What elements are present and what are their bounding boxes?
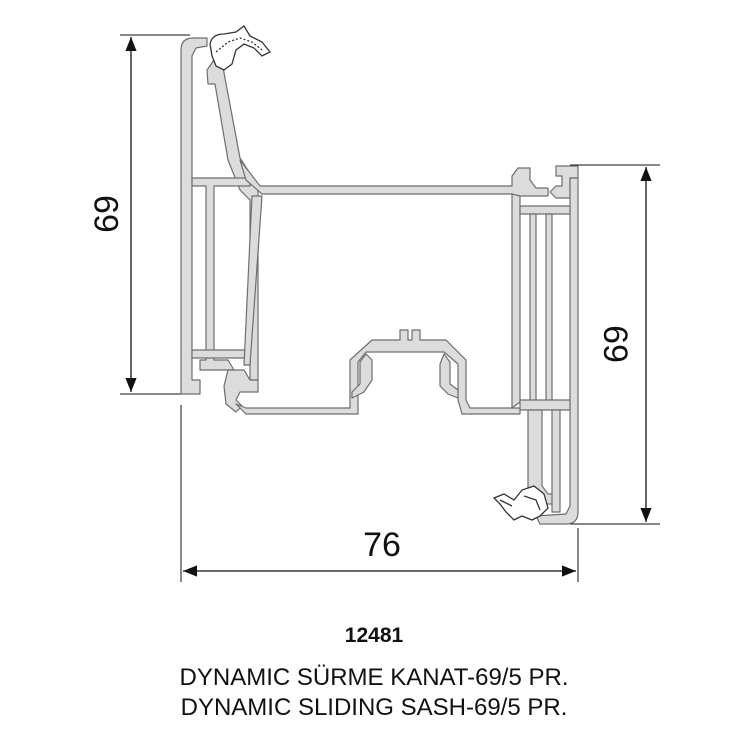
right-chamber-bottom-bar [519, 399, 571, 411]
right-chamber-top-bar [519, 205, 571, 215]
slanted-web [243, 195, 263, 366]
left-height-label: 69 [88, 195, 126, 233]
top-wall [239, 159, 549, 197]
width-dimension: 76 [180, 405, 579, 582]
right-chamber-left-wall [511, 193, 521, 409]
top-gasket-icon [209, 25, 272, 71]
gaskets [209, 25, 549, 521]
bottom-wall [235, 329, 521, 415]
product-name-english: DYNAMIC SLIDING SASH-69/5 PR. [180, 694, 568, 721]
left-chamber-bar [191, 349, 246, 359]
right-top-hook [549, 165, 579, 199]
product-code: 12481 [344, 624, 404, 647]
bottom-gasket-texture [499, 495, 541, 511]
left-foot [223, 369, 259, 413]
product-name-turkish: DYNAMIC SÜRME KANAT-69/5 PR. [179, 664, 569, 691]
right-chamber-divider [529, 213, 553, 403]
left-outer-wall [180, 37, 208, 395]
sash-profile-section [180, 37, 579, 525]
right-height-label: 69 [596, 325, 634, 363]
width-label: 76 [363, 526, 401, 564]
right-lower-inner-wall [551, 409, 561, 513]
groove-lip [351, 353, 459, 399]
right-height-dimension: 69 [570, 164, 660, 525]
top-gasket-texture [215, 37, 263, 53]
profile-drawing: 69 69 76 [88, 25, 660, 582]
left-chamber-divider [191, 177, 251, 371]
bottom-gasket-icon [492, 485, 549, 521]
left-height-dimension: 69 [88, 34, 190, 395]
